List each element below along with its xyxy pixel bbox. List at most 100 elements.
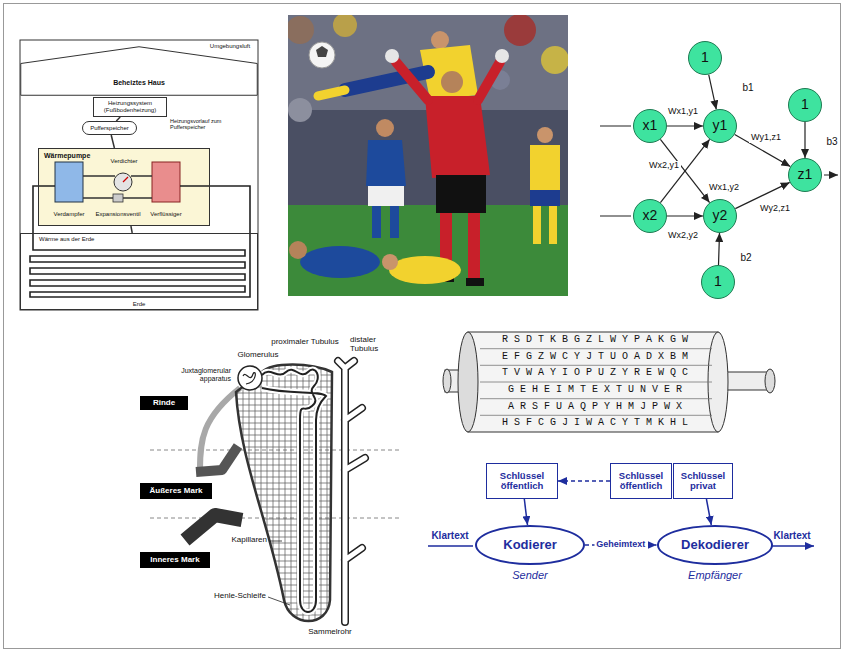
ground-area: Wärme aus der ErdeErde [20,233,258,310]
heat-pump-figure [38,148,210,226]
nephron-figure [196,446,238,472]
node-text: 1 [801,97,809,112]
node-text: Inneres Mark [150,556,199,565]
football-photo [530,145,560,190]
cipher-cylinder [443,332,775,432]
football-photo [372,206,381,238]
node-text: Erde [21,301,257,308]
edge-label: Geheimtext [594,540,647,550]
node-text: Schlüssel privat [677,471,729,492]
page-frame [4,4,841,649]
anatomy-label: Henle-Schleife [214,592,266,601]
node-text: Äußeres Mark [150,487,203,496]
node-text: Pufferspeicher [90,125,129,132]
football-photo [300,246,380,278]
connector [667,125,703,126]
input-neuron: x2 [633,199,667,233]
anatomy-label: Juxtaglomerular apparatus [163,367,231,382]
football-photo [333,15,357,37]
bias-node: 1 [788,88,822,122]
cipher-row: H S F C G J I W A C Y T M K H L [502,417,688,428]
node-text: Rinde [153,399,175,408]
output-neuron: z1 [788,158,822,192]
connector [131,226,132,233]
bias-node: 1 [688,41,722,75]
football-photo [441,71,463,93]
nephron-figure [338,361,365,622]
node-text: x2 [643,208,658,223]
football-photo [376,119,394,137]
football-photo [533,206,541,244]
connector [667,215,703,216]
bias-label: b1 [742,82,753,93]
node-text: Dekodierer [681,538,749,552]
node-text: Heizungssystem (Fußbodenheizung) [96,100,164,113]
part-label: Verdichter [110,158,137,165]
edge-label: Wx1,y2 [707,183,741,193]
bias-label: b2 [740,252,751,263]
football-photo [309,42,335,68]
football-photo [396,62,428,100]
key-box: Schlüssel öffentlich [486,463,558,499]
football-photo [466,278,484,286]
nephron-figure [243,373,255,384]
connector [804,122,805,158]
heat-pump-figure [113,194,123,202]
cipher-row: T V W A Y I O P U Z Y R E W Q C [502,367,688,378]
nephron-figure [262,370,326,612]
role-label: Sender [512,569,547,581]
node-text: Beheiztes Haus [113,79,165,87]
plaintext-label: Klartext [773,530,810,541]
anatomy-label: Glomerulus [238,351,279,360]
part-label: Expansionsventil [95,211,140,218]
node-text: y1 [713,118,728,133]
football-photo [389,256,461,284]
football-photo [318,90,345,96]
football-photo [288,98,312,122]
hidden-neuron: y1 [703,109,737,143]
football-photo [385,49,399,63]
node-text: Schlüssel öffentlich [490,471,554,492]
heat-pump-figure [30,186,250,297]
input-neuron: x1 [633,109,667,143]
part-label: Verdampfer [53,211,84,218]
node-text: Schlüssel öffentlich [614,471,668,492]
football-photo [288,205,568,296]
football-photo [289,241,307,259]
nephron-figure [268,541,290,605]
buffer-tank: Pufferspeicher [82,121,137,135]
edge-label: Wy2,z1 [758,204,792,214]
football-photo [288,15,568,296]
football-photo [382,254,398,270]
edge-label: Wx2,y1 [647,161,681,171]
football-photo [541,46,568,74]
zone-label-box: Rinde [140,396,188,410]
cipher-row: G E H E I M T E X T U N V E R [508,384,682,395]
zone-label-box: Äußeres Mark [140,483,212,499]
connector [719,233,720,265]
football-photo [366,140,406,186]
connector [660,139,709,202]
hidden-neuron: y2 [703,199,737,233]
decoder-ellipse: Dekodierer [657,525,774,565]
cipher-cylinder [726,372,768,390]
zone-label-box: Inneres Mark [140,552,210,568]
football-photo [530,190,560,206]
football-photo [390,206,399,238]
encoder-ellipse: Kodierer [475,525,585,565]
football-photo [288,15,568,110]
nephron-figure [262,370,326,612]
nephron-figure [238,366,262,390]
bias-node: 1 [701,265,735,299]
connector [524,499,527,525]
heat-pump-figure [20,40,258,310]
edge-label: Wx1,y1 [666,107,700,117]
cipher-cylinder [443,369,451,393]
football-photo [537,127,553,143]
football-photo [468,213,480,279]
connector [706,499,711,525]
heating-box: Heizungssystem (Fußbodenheizung) [93,97,167,117]
plaintext-label: Klartext [431,530,468,541]
edge-label: Wx2,y2 [666,231,700,241]
cipher-cylinder [468,332,718,432]
